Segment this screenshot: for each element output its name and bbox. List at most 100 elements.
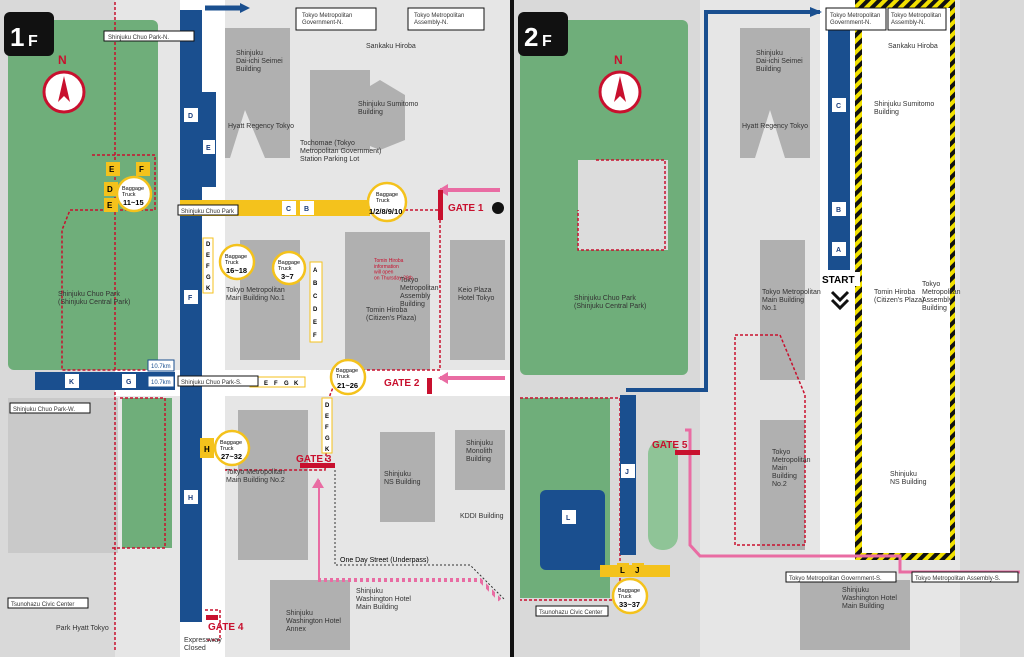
info-icon bbox=[492, 202, 504, 214]
label-kddi: KDDI Building bbox=[460, 513, 504, 520]
gates-1f: GATE 1 GATE 2 GATE 3 GATE 4 bbox=[208, 202, 504, 633]
svg-text:D: D bbox=[313, 307, 318, 313]
label-hyatt: Hyatt Regency Tokyo bbox=[228, 123, 294, 130]
label-2f-hyatt: Hyatt Regency Tokyo bbox=[742, 123, 808, 130]
svg-text:E: E bbox=[206, 145, 211, 152]
svg-text:D: D bbox=[325, 403, 330, 409]
label-2f-tomin: Tomin Hiroba(Citizen's Plaza) bbox=[874, 289, 924, 304]
svg-text:G: G bbox=[206, 275, 211, 281]
svg-text:J: J bbox=[635, 566, 639, 575]
svg-text:K: K bbox=[325, 447, 330, 453]
lane-badges-1f: D E F H K G C B bbox=[65, 108, 314, 504]
svg-text:C: C bbox=[836, 103, 841, 110]
letter-tags-1f: D E F G K A B C D E F D E F G K D E F G … bbox=[104, 162, 333, 458]
svg-text:2: 2 bbox=[524, 22, 538, 52]
svg-text:1: 1 bbox=[10, 22, 24, 52]
distance-markers-1f: 10.7km 10.7km bbox=[147, 359, 175, 388]
svg-text:J: J bbox=[625, 469, 629, 476]
svg-text:START: START bbox=[822, 275, 855, 286]
svg-text:B: B bbox=[836, 207, 841, 214]
building-sumitomo bbox=[355, 80, 405, 150]
compass-1f: N bbox=[42, 53, 86, 114]
gates-2f: GATE 5 bbox=[652, 440, 688, 451]
svg-text:G: G bbox=[284, 381, 289, 387]
svg-text:Shinjuku Chuo Park: Shinjuku Chuo Park bbox=[181, 209, 235, 215]
floor-badge-1f: 1 F bbox=[4, 12, 54, 56]
lane-l-area bbox=[540, 490, 605, 570]
svg-text:A: A bbox=[836, 247, 841, 254]
label-park-hyatt: Park Hyatt Tokyo bbox=[56, 625, 109, 632]
svg-text:F: F bbox=[325, 425, 329, 431]
svg-text:16~18: 16~18 bbox=[226, 266, 247, 275]
compass-2f: N bbox=[598, 53, 642, 114]
svg-text:N: N bbox=[58, 53, 67, 67]
svg-text:B: B bbox=[304, 206, 309, 213]
svg-text:F: F bbox=[274, 381, 278, 387]
gate-1-label: GATE 1 bbox=[448, 203, 484, 214]
label-2f-sankaku: Sankaku Hiroba bbox=[888, 43, 938, 50]
svg-text:L: L bbox=[620, 566, 625, 575]
svg-text:1/2/8/9/10: 1/2/8/9/10 bbox=[369, 207, 402, 216]
svg-text:33~37: 33~37 bbox=[619, 600, 640, 609]
gate-2-label: GATE 2 bbox=[384, 378, 420, 389]
svg-text:K: K bbox=[206, 286, 211, 292]
svg-text:D: D bbox=[188, 113, 193, 120]
svg-text:E: E bbox=[264, 381, 268, 387]
svg-text:E: E bbox=[325, 414, 329, 420]
svg-text:E: E bbox=[206, 253, 210, 259]
svg-text:G: G bbox=[126, 379, 132, 386]
building-daiichi bbox=[218, 28, 290, 158]
svg-text:B: B bbox=[313, 281, 318, 287]
svg-text:K: K bbox=[69, 379, 74, 386]
svg-text:27~32: 27~32 bbox=[221, 452, 242, 461]
start-marker: START bbox=[820, 272, 860, 311]
svg-text:21~26: 21~26 bbox=[337, 381, 358, 390]
svg-text:Tsunohazu Civic Center: Tsunohazu Civic Center bbox=[11, 602, 74, 608]
gate-4-label: GATE 4 bbox=[208, 622, 244, 633]
svg-text:C: C bbox=[286, 206, 291, 213]
svg-text:A: A bbox=[313, 268, 318, 274]
svg-text:Tokyo Metropolitan Assembly-S.: Tokyo Metropolitan Assembly-S. bbox=[915, 576, 1001, 582]
svg-text:F: F bbox=[139, 165, 144, 174]
floor-2f-panel bbox=[514, 0, 1024, 657]
svg-text:F: F bbox=[188, 295, 193, 302]
svg-text:Tsunohazu Civic Center: Tsunohazu Civic Center bbox=[539, 610, 602, 616]
label-sankaku: Sankaku Hiroba bbox=[366, 43, 416, 50]
svg-text:E: E bbox=[107, 201, 113, 210]
svg-text:N: N bbox=[614, 53, 623, 67]
svg-text:G: G bbox=[325, 436, 330, 442]
svg-text:11~15: 11~15 bbox=[123, 198, 144, 207]
